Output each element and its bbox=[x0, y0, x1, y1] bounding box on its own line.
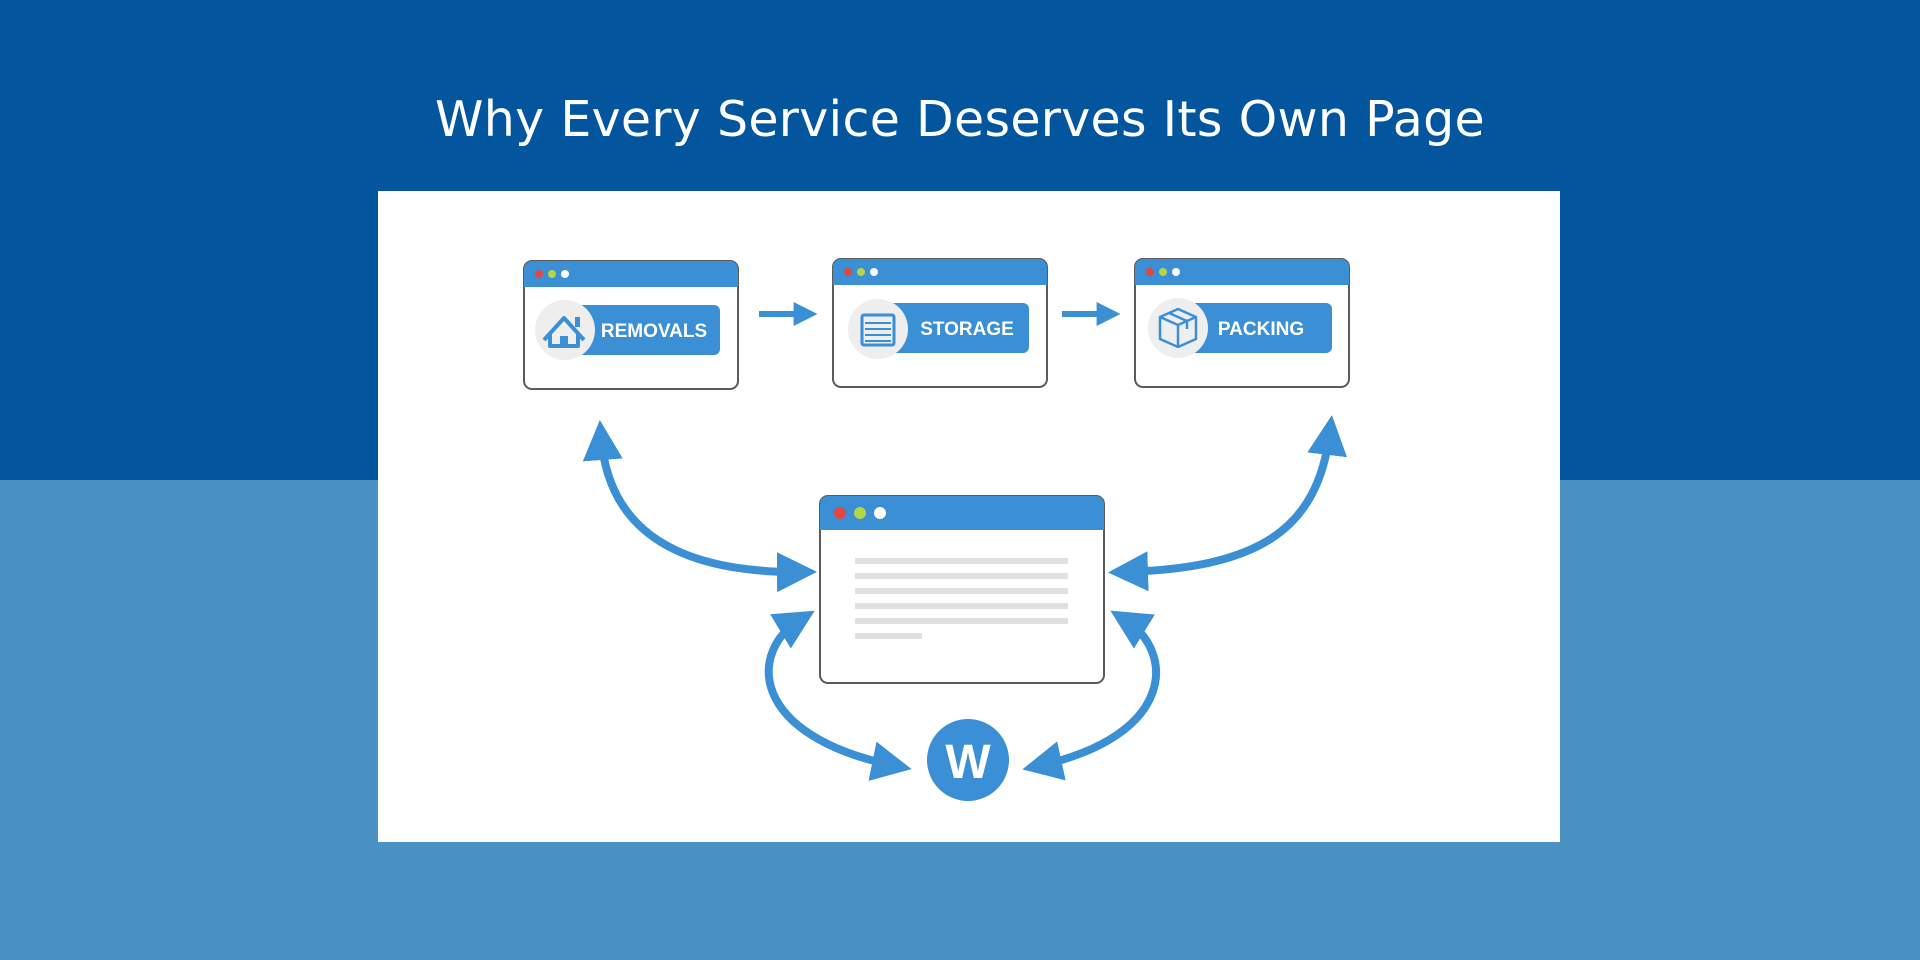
arrow-hub-to-removals bbox=[582, 420, 817, 593]
window-dot-white bbox=[870, 268, 878, 276]
house-icon bbox=[542, 316, 586, 348]
search-engine-node: W bbox=[927, 719, 1009, 801]
service-window-packing: PACKING bbox=[1134, 258, 1350, 388]
service-window-storage: STORAGE bbox=[832, 258, 1048, 388]
diagram-card: REMOVALS STORAGE bbox=[378, 191, 1560, 842]
arrow-hub-to-search-left bbox=[764, 610, 912, 781]
search-node-label: W bbox=[945, 736, 991, 789]
service-label-removals: REMOVALS bbox=[601, 321, 707, 342]
window-dot-green bbox=[857, 268, 865, 276]
window-dot-white bbox=[874, 507, 886, 519]
service-label-storage: STORAGE bbox=[920, 319, 1014, 340]
hub-page-window bbox=[819, 495, 1105, 684]
service-label-packing: PACKING bbox=[1218, 319, 1304, 340]
service-pages-diagram: REMOVALS STORAGE bbox=[523, 258, 1350, 801]
window-dot-green bbox=[548, 270, 556, 278]
storage-unit-icon bbox=[860, 313, 896, 347]
window-dot-green bbox=[1159, 268, 1167, 276]
window-dot-red bbox=[834, 507, 846, 519]
arrow-hub-to-search-right bbox=[1022, 610, 1160, 781]
window-dot-white bbox=[561, 270, 569, 278]
window-dot-red bbox=[844, 268, 852, 276]
window-dot-red bbox=[1146, 268, 1154, 276]
service-window-removals: REMOVALS bbox=[523, 260, 739, 390]
window-dot-green bbox=[854, 507, 866, 519]
box-icon bbox=[1158, 307, 1198, 349]
page-title: Why Every Service Deserves Its Own Page bbox=[435, 90, 1485, 148]
window-dot-white bbox=[1172, 268, 1180, 276]
window-dot-red bbox=[535, 270, 543, 278]
arrow-hub-to-packing bbox=[1108, 415, 1347, 592]
